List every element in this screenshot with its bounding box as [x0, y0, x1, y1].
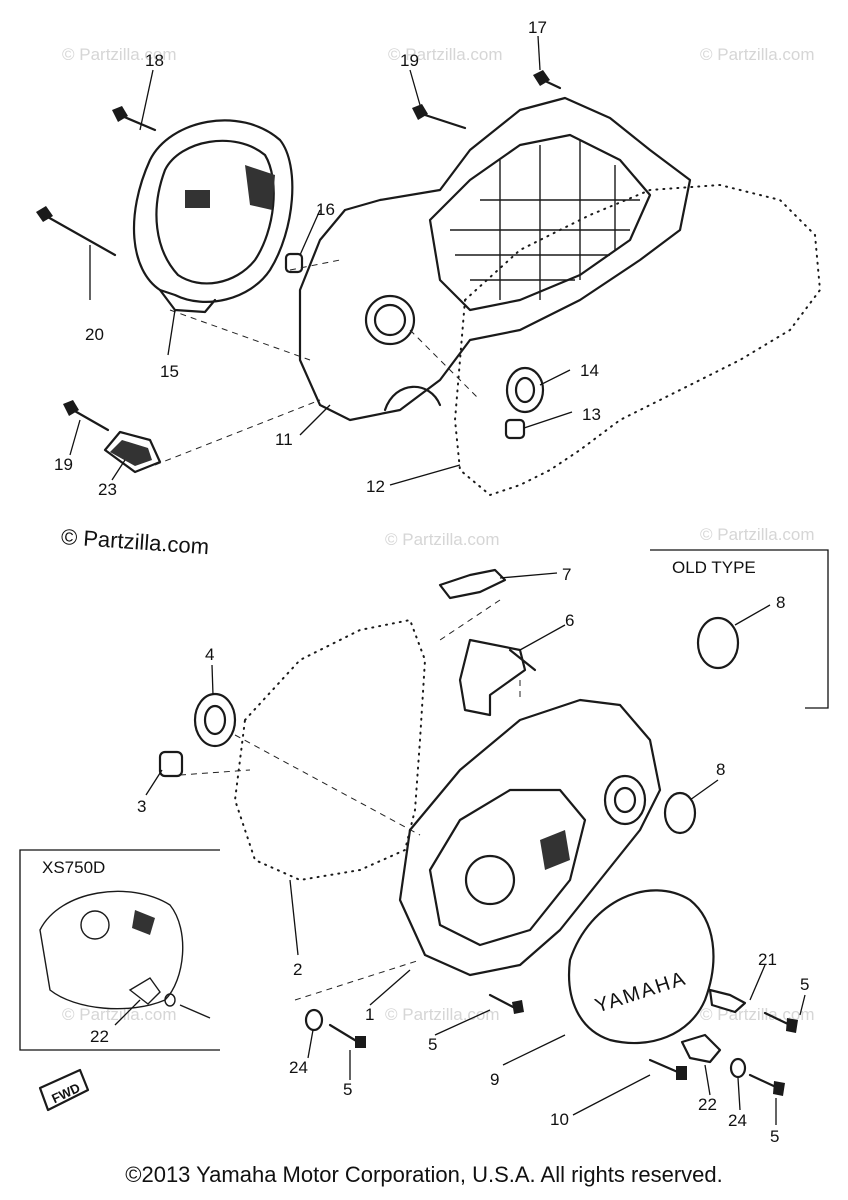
callout-5-left: 5	[343, 1080, 352, 1099]
callout-1: 1	[365, 1005, 374, 1024]
part-20-long-bolt	[36, 206, 117, 257]
old-type-box: OLD TYPE	[650, 549, 829, 709]
part-13-dowel-pin	[504, 418, 526, 440]
callout-24-right: 24	[728, 1111, 747, 1130]
part-14-oil-seal	[505, 366, 545, 414]
watermark: © Partzilla.com	[388, 45, 503, 64]
part-5-bolt-center	[488, 993, 524, 1014]
yamaha-logo-text: YAMAHA	[592, 967, 689, 1017]
fwd-arrow: FWD	[38, 1068, 90, 1112]
leader-lines	[69, 35, 806, 1125]
part-8-cap-old-type	[696, 616, 740, 670]
xs750d-box: XS750D	[19, 849, 220, 1051]
callouts: 18 19 17 16 20 15 14 13 11 12 19 23 7 6 …	[54, 18, 809, 1146]
callout-22-xs750d: 22	[90, 1027, 109, 1046]
old-type-title: OLD TYPE	[672, 558, 756, 577]
callout-7: 7	[562, 565, 571, 584]
watermark: © Partzilla.com	[700, 525, 815, 544]
callout-5-center: 5	[428, 1035, 437, 1054]
watermark: © Partzilla.com	[385, 530, 500, 549]
callout-20: 20	[85, 325, 104, 344]
part-5-bolt-left	[328, 1023, 366, 1048]
callout-16: 16	[316, 200, 335, 219]
callout-19-lower: 19	[54, 455, 73, 474]
part-24-washer-right	[729, 1057, 747, 1079]
part-3-dowel-pin	[158, 750, 184, 778]
callout-23: 23	[98, 480, 117, 499]
callout-24-left: 24	[289, 1058, 308, 1077]
part-19-bolt	[412, 104, 467, 130]
watermarks: © Partzilla.com © Partzilla.com © Partzi…	[62, 45, 815, 1024]
part-17-bolt	[533, 70, 562, 90]
watermark: © Partzilla.com	[62, 1005, 177, 1024]
callout-12: 12	[366, 477, 385, 496]
callout-6: 6	[565, 611, 574, 630]
callout-17: 17	[528, 18, 547, 37]
callout-2: 2	[293, 960, 302, 979]
part-9-yamaha-cover: YAMAHA	[568, 889, 715, 1045]
callout-19: 19	[400, 51, 419, 70]
callout-8: 8	[716, 760, 725, 779]
part-15-generator-cover	[132, 119, 294, 314]
callout-21: 21	[758, 950, 777, 969]
part-5-bolt-right-top	[763, 1011, 798, 1033]
copyright-footer: ©2013 Yamaha Motor Corporation, U.S.A. A…	[125, 1162, 723, 1187]
callout-15: 15	[160, 362, 179, 381]
part-12-gasket	[453, 183, 822, 497]
callout-8-old: 8	[776, 593, 785, 612]
part-6-bracket	[458, 638, 537, 717]
callout-14: 14	[580, 361, 599, 380]
part-5-bolt-right-bottom	[748, 1073, 785, 1096]
callout-11: 11	[275, 430, 293, 449]
callout-13: 13	[582, 405, 601, 424]
callout-5-right-bottom: 5	[770, 1127, 779, 1146]
callout-22: 22	[698, 1095, 717, 1114]
part-16-dowel-pin	[284, 252, 304, 274]
callout-18: 18	[145, 51, 164, 70]
part-7-plate	[438, 568, 507, 600]
watermark: © Partzilla.com	[62, 45, 177, 64]
part-24-washer-left	[304, 1008, 324, 1032]
part-11-crankcase-cover	[298, 96, 692, 422]
watermark: © Partzilla.com	[385, 1005, 500, 1024]
callout-5-right-top: 5	[800, 975, 809, 994]
part-2-gasket	[233, 618, 427, 882]
part-1-crankcase-cover	[398, 698, 662, 977]
callout-9: 9	[490, 1070, 499, 1089]
part-23-clamp	[103, 430, 162, 474]
part-10-bolt	[648, 1058, 687, 1080]
callout-10: 10	[550, 1110, 569, 1129]
part-18-bolt	[112, 106, 157, 132]
part-4-oil-seal	[193, 692, 237, 748]
callout-4: 4	[205, 645, 214, 664]
part-21-clamp	[708, 988, 747, 1014]
watermark: © Partzilla.com	[700, 45, 815, 64]
part-22-clamp	[680, 1033, 722, 1064]
xs750d-title: XS750D	[42, 858, 105, 877]
callout-3: 3	[137, 797, 146, 816]
part-8-cap	[663, 791, 697, 835]
part-19-bolt-lower	[63, 400, 110, 432]
